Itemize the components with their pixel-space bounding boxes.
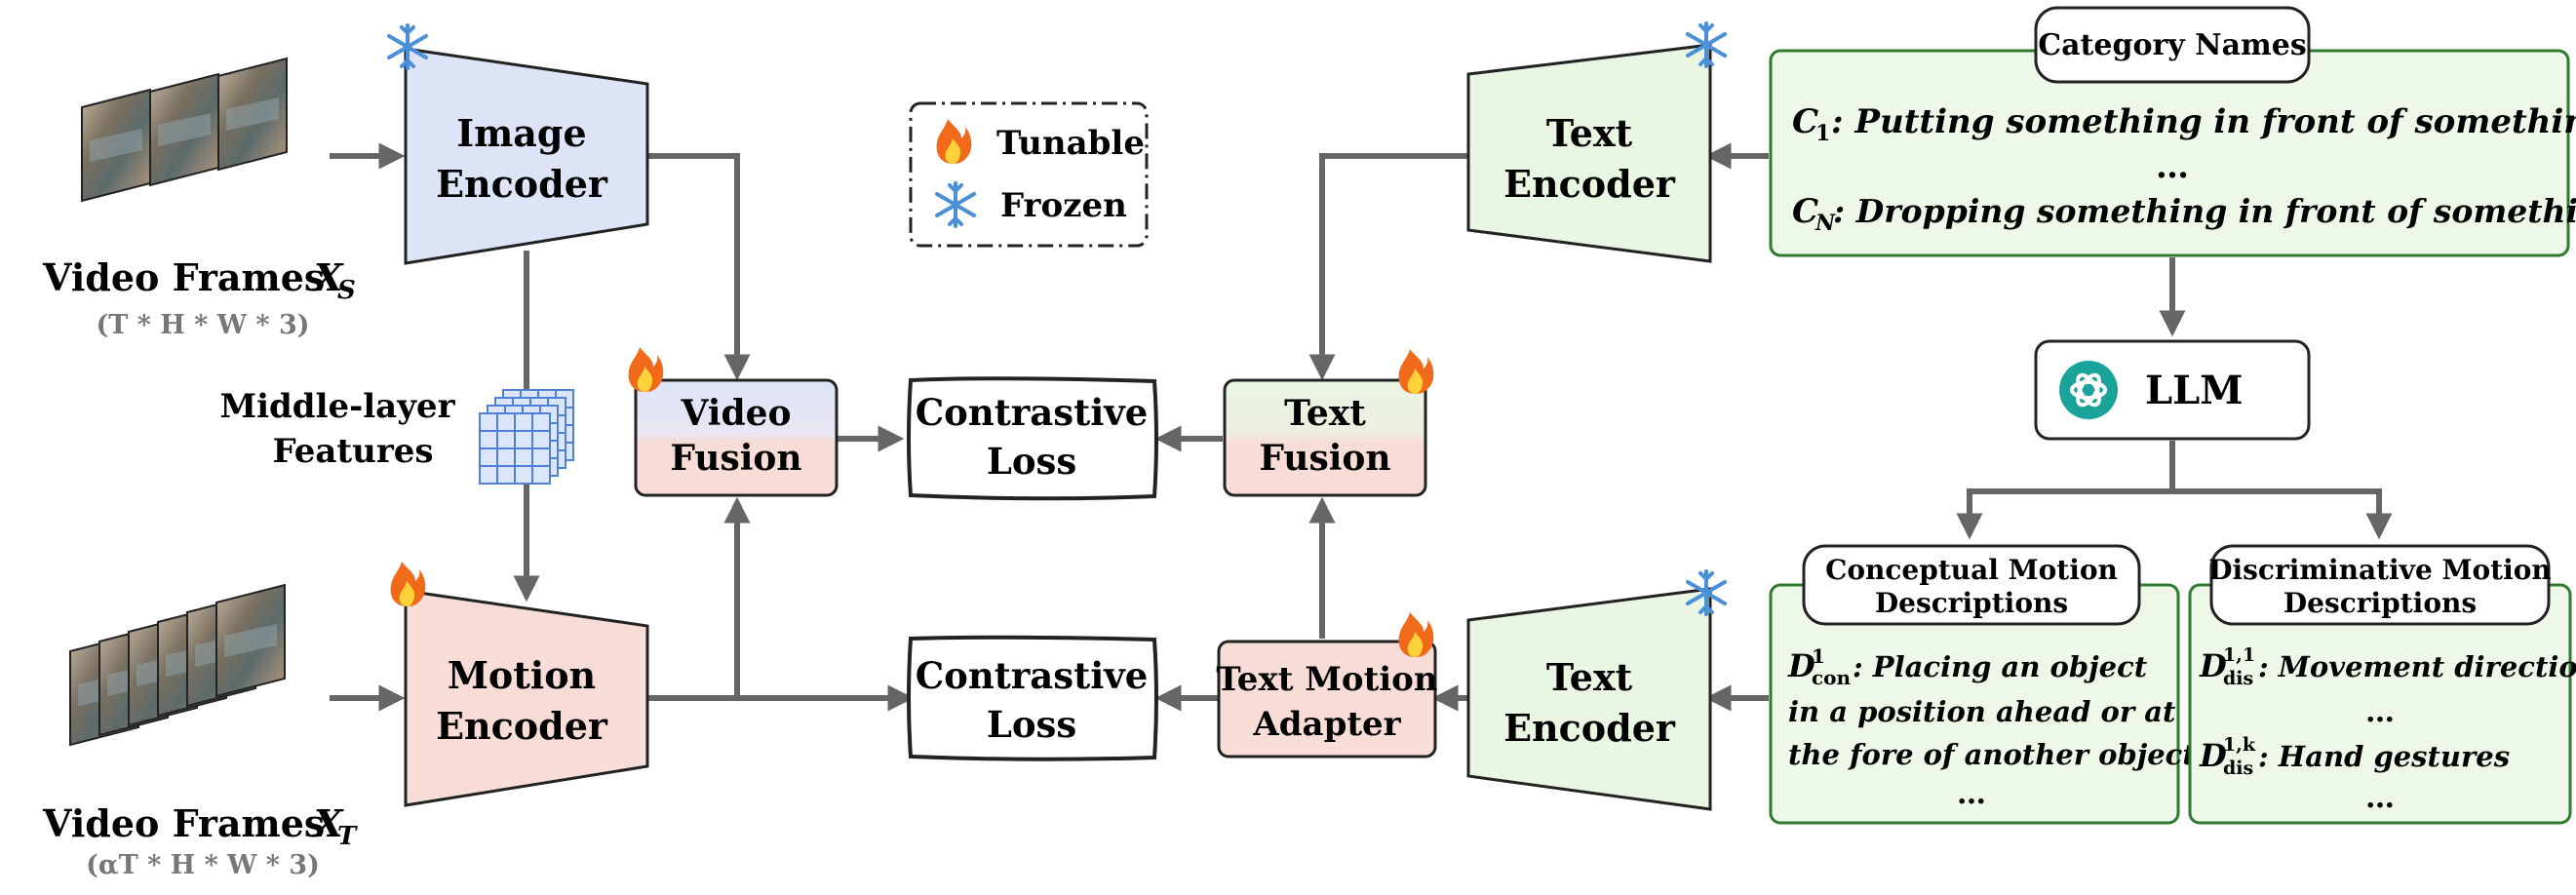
category-names-panel: Category Names C 1 : Putting something i… xyxy=(1769,6,2576,257)
input-shape: (αT * H * W * 3) xyxy=(86,850,320,880)
input-var: X xyxy=(312,255,344,299)
motion-encoder-line1: Motion xyxy=(448,653,596,697)
discriminative-ellipsis-2: … xyxy=(2365,781,2395,815)
middle-features-line1: Middle-layer xyxy=(219,387,455,426)
d-dis-k-var: D xyxy=(2199,737,2227,774)
text-fusion: Text Fusion xyxy=(1223,349,1434,497)
text-encoder-top-line2: Encoder xyxy=(1503,162,1676,206)
input-label: Video Frames xyxy=(42,255,325,299)
discriminative-title1: Discriminative Motion xyxy=(2208,554,2552,586)
input-shape: (T * H * W * 3) xyxy=(96,310,309,340)
contrastive-loss-top: Contrastive Loss xyxy=(907,376,1158,501)
c1-var: C xyxy=(1792,102,1818,141)
flame-icon xyxy=(390,562,426,606)
loss-bottom-line1: Contrastive xyxy=(916,654,1149,697)
image-encoder-line2: Encoder xyxy=(436,162,608,206)
d-dis-k-sup: 1,k xyxy=(2223,734,2256,756)
input-var: X xyxy=(312,801,344,845)
flame-icon xyxy=(628,347,664,392)
video-fusion-line2: Fusion xyxy=(670,438,801,479)
category-names-title: Category Names xyxy=(2038,28,2307,62)
d-dis-1-var: D xyxy=(2199,647,2227,684)
video-frames-temporal: Video Frames X T (αT * H * W * 3) xyxy=(42,584,358,880)
text-encoder-bottom: Text Encoder xyxy=(1466,569,1727,811)
text-motion-adapter: Text Motion Adapter xyxy=(1216,612,1438,759)
d-con-sup: 1 xyxy=(1812,644,1825,668)
motion-encoder: Motion Encoder xyxy=(390,562,649,807)
d-dis-k-text: : Hand gestures xyxy=(2258,740,2510,773)
legend: Tunable Frozen xyxy=(909,101,1149,248)
loss-top-line2: Loss xyxy=(987,440,1076,483)
d-dis-1-text: : Movement direction xyxy=(2258,650,2576,683)
cn-sub: N xyxy=(1815,211,1836,236)
llm-label: LLM xyxy=(2145,368,2244,413)
conceptual-descriptions-panel: Conceptual Motion Descriptions D 1 con :… xyxy=(1769,544,2205,825)
c1-sub: 1 xyxy=(1815,121,1830,146)
image-encoder-line1: Image xyxy=(456,111,586,155)
video-frames-spatial: Video Frames X S (T * H * W * 3) xyxy=(42,58,356,340)
conceptual-title2: Descriptions xyxy=(1875,587,2068,619)
d-con-sub: con xyxy=(1812,666,1852,689)
loss-top-line1: Contrastive xyxy=(916,391,1149,434)
conceptual-line3: the fore of another object. xyxy=(1788,738,2205,771)
text-encoder-bottom-line1: Text xyxy=(1546,655,1633,699)
c1-text: : Putting something in front of somethin… xyxy=(1831,102,2576,141)
legend-tunable: Tunable xyxy=(996,124,1145,163)
discriminative-ellipsis: … xyxy=(2365,695,2395,729)
middle-layer-features: Middle-layer Features xyxy=(219,387,574,485)
image-encoder: Image Encoder xyxy=(387,23,649,265)
text-encoder-top-line1: Text xyxy=(1546,111,1633,155)
d-con-var: D xyxy=(1787,647,1815,684)
flame-icon xyxy=(1398,349,1434,394)
d-dis-1-sup: 1,1 xyxy=(2223,644,2255,666)
text-fusion-line1: Text xyxy=(1284,393,1366,434)
middle-features-line2: Features xyxy=(272,432,433,471)
legend-frozen: Frozen xyxy=(1000,186,1127,225)
motion-encoder-line2: Encoder xyxy=(436,704,608,748)
snowflake-icon xyxy=(935,181,976,228)
contrastive-loss-bottom: Contrastive Loss xyxy=(907,635,1158,761)
d-dis-k-sub: dis xyxy=(2223,758,2253,779)
text-fusion-line2: Fusion xyxy=(1259,438,1390,479)
input-sub: T xyxy=(337,822,358,851)
loss-bottom-line2: Loss xyxy=(987,703,1076,746)
input-label: Video Frames xyxy=(42,801,325,845)
d-dis-1-sub: dis xyxy=(2223,668,2253,689)
cn-text: : Dropping something in front of somethi… xyxy=(1833,192,2576,230)
discriminative-descriptions-panel: Discriminative Motion Descriptions D 1,1… xyxy=(2188,544,2576,825)
conceptual-line2: in a position ahead or at xyxy=(1788,695,2176,728)
conceptual-ellipsis: … xyxy=(1957,777,1986,811)
discriminative-title2: Descriptions xyxy=(2283,587,2477,619)
llm-logo-icon xyxy=(2059,361,2118,419)
text-encoder-top: Text Encoder xyxy=(1466,21,1727,263)
feature-grid-icon xyxy=(479,389,574,485)
video-fusion-line1: Video xyxy=(680,393,791,434)
text-encoder-bottom-line2: Encoder xyxy=(1503,706,1676,750)
category-ellipsis: … xyxy=(2156,147,2189,186)
llm-box: LLM xyxy=(2034,339,2311,441)
flame-icon xyxy=(1398,612,1434,657)
conceptual-line1: : Placing an object xyxy=(1853,650,2148,683)
adapter-line1: Text Motion xyxy=(1216,660,1437,699)
adapter-line2: Adapter xyxy=(1252,705,1401,744)
connectors xyxy=(330,142,2393,712)
flame-icon xyxy=(936,119,972,164)
cn-var: C xyxy=(1792,192,1818,231)
input-sub: S xyxy=(337,276,356,305)
video-fusion: Video Fusion xyxy=(628,347,839,497)
conceptual-title1: Conceptual Motion xyxy=(1825,554,2118,586)
